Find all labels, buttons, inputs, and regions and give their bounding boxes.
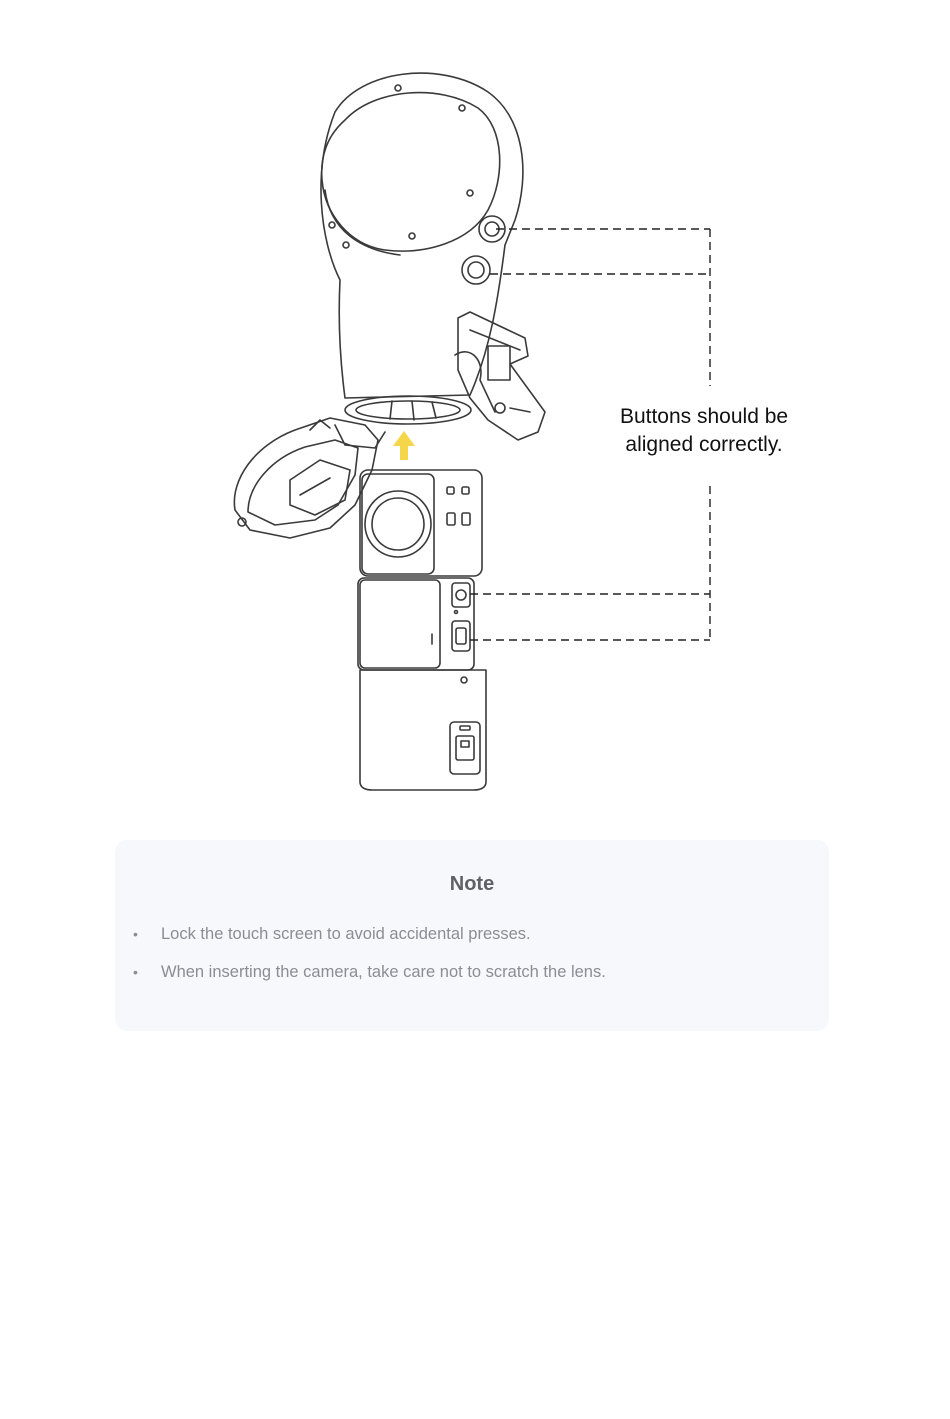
camera-screen-module xyxy=(358,578,474,670)
insert-direction-arrow-icon xyxy=(393,431,415,460)
note-item: • When inserting the camera, take care n… xyxy=(115,962,606,1000)
callout-line-1: Buttons should be xyxy=(596,403,812,431)
dive-case-opening xyxy=(345,396,471,424)
bullet-icon: • xyxy=(133,962,138,982)
camera-lens-module xyxy=(360,470,482,576)
dive-case-buttons xyxy=(462,216,505,284)
note-item-text: When inserting the camera, take care not… xyxy=(161,963,606,981)
note-item: • Lock the touch screen to avoid acciden… xyxy=(115,924,606,962)
note-title: Note xyxy=(115,873,829,896)
dive-case-latch xyxy=(455,312,545,440)
note-list: • Lock the touch screen to avoid acciden… xyxy=(115,924,606,1000)
bullet-icon: • xyxy=(133,924,138,944)
callout-line-2: aligned correctly. xyxy=(596,431,812,459)
note-box: Note • Lock the touch screen to avoid ac… xyxy=(115,840,829,1031)
camera-battery-base xyxy=(360,670,486,790)
note-item-text: Lock the touch screen to avoid accidenta… xyxy=(161,925,531,943)
callout-text: Buttons should be aligned correctly. xyxy=(596,403,812,459)
